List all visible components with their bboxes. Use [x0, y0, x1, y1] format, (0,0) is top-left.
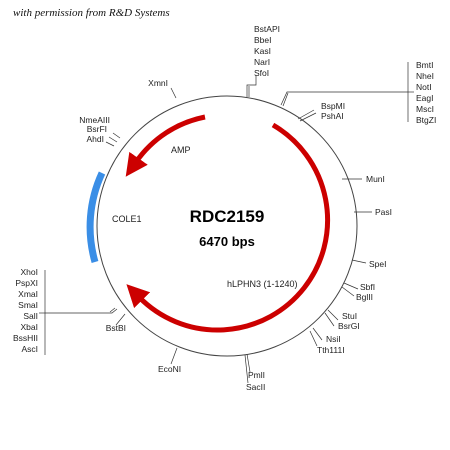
- site-label: NmeAIII: [79, 115, 110, 125]
- site-label: AhdI: [87, 134, 105, 144]
- feature-label-cole1: COLE1: [112, 214, 142, 224]
- site-label: MscI: [416, 104, 434, 114]
- top-site-group: BstAPI BbeI KasI NarI SfoI: [254, 24, 280, 78]
- site-label: BsrFI: [87, 124, 107, 134]
- left-site-group: XhoI PspXI XmaI SmaI SalI XbaI BssHII As…: [13, 267, 38, 354]
- site-label: Tth111I: [317, 345, 345, 355]
- site-label: StuI: [342, 311, 357, 321]
- site-label: BstAPI: [254, 24, 280, 34]
- site-label: SmaI: [18, 300, 38, 310]
- site-label: BsrGI: [338, 321, 360, 331]
- site-label: PshAI: [321, 111, 344, 121]
- site-label: SfoI: [254, 68, 269, 78]
- site-label: PspXI: [15, 278, 38, 288]
- site-label: AscI: [21, 344, 38, 354]
- site-label: EagI: [416, 93, 434, 103]
- site-label: BspMI: [321, 101, 345, 111]
- site-label-econi: EcoNI: [158, 364, 181, 374]
- site-label: NsiI: [326, 334, 341, 344]
- left-upper-site-group: NmeAIII BsrFI AhdI: [79, 115, 110, 144]
- right-top-site-group: BmtI NheI NotI EagI MscI BtgZI: [416, 60, 436, 125]
- feature-label-amp: AMP: [171, 145, 191, 155]
- site-label-spei: SpeI: [369, 259, 387, 269]
- site-label: SbfI: [360, 282, 375, 292]
- site-label: XhoI: [21, 267, 39, 277]
- site-label: NheI: [416, 71, 434, 81]
- site-label: XmaI: [18, 289, 38, 299]
- site-label: PmlI: [248, 370, 265, 380]
- site-label: BmtI: [416, 60, 433, 70]
- amp-arc: [125, 114, 206, 177]
- site-label-muni: MunI: [366, 174, 385, 184]
- plasmid-backbone: [96, 95, 358, 357]
- site-label-pasi: PasI: [375, 207, 392, 217]
- plasmid-name: RDC2159: [190, 207, 265, 226]
- site-label: BglII: [356, 292, 373, 302]
- plasmid-size: 6470 bps: [199, 234, 255, 249]
- site-label-xmni: XmnI: [148, 78, 168, 88]
- site-label: NarI: [254, 57, 270, 67]
- insert-arc: [126, 122, 331, 333]
- feature-label-insert: hLPHN3 (1-1240): [227, 279, 298, 289]
- site-label: KasI: [254, 46, 271, 56]
- site-label: BbeI: [254, 35, 272, 45]
- site-leader-lines: [39, 62, 414, 384]
- site-label: XbaI: [21, 322, 39, 332]
- site-label: BtgZI: [416, 115, 436, 125]
- cole1-arc: [86, 171, 106, 263]
- site-label: NotI: [416, 82, 432, 92]
- credit-text: with permission from R&D Systems: [13, 7, 170, 19]
- site-label: SalI: [23, 311, 38, 321]
- site-label-bstbi: BstBI: [106, 323, 126, 333]
- site-label: BssHII: [13, 333, 38, 343]
- site-label: SacII: [246, 382, 265, 392]
